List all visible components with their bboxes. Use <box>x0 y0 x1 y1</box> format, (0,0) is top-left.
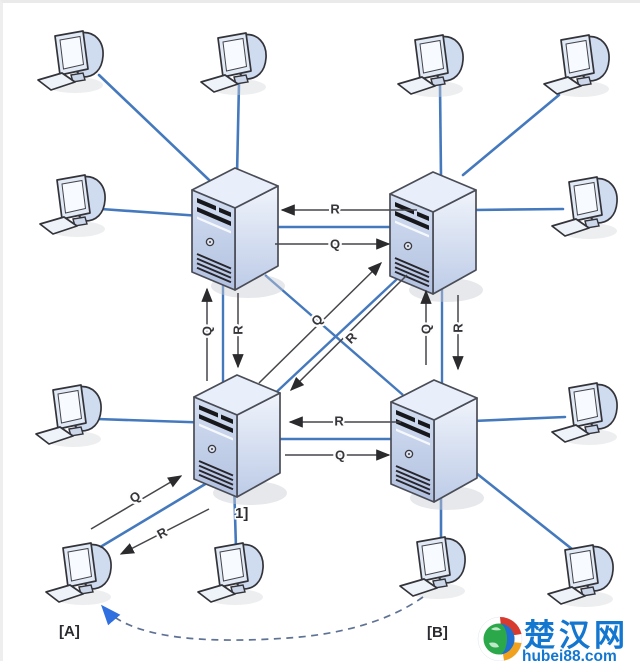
arrow-diagonal-response <box>289 274 408 392</box>
mesh-link-diagonal-bltr <box>268 278 398 400</box>
lan-link <box>469 467 579 555</box>
arrow-diagonal-query <box>258 262 383 384</box>
lan-link <box>471 207 565 212</box>
lan-link <box>438 83 443 179</box>
terminal-nodes <box>35 30 618 608</box>
lan-link-terminal-a <box>95 475 219 551</box>
query-response-arrows <box>90 204 464 555</box>
server-node-top-left <box>191 167 286 299</box>
terminal-b-label: [B] <box>427 624 448 641</box>
terminal-node-a <box>45 542 112 606</box>
terminal-node <box>200 32 267 96</box>
terminal-node <box>35 384 102 448</box>
terminal-node <box>397 34 464 98</box>
terminal-node <box>37 30 104 94</box>
site-name: 楚汉网 <box>524 618 629 653</box>
edge-label-left-query: Q <box>200 326 215 336</box>
site-logo-icon <box>477 616 523 661</box>
server-note-label: 1] <box>235 505 248 522</box>
network-topology-diagram: R Q Q R Q R Q R R Q Q R [A] [B] 1] <box>35 30 629 661</box>
edge-label-right-query: Q <box>419 324 434 334</box>
terminal-node-b <box>399 536 466 600</box>
terminal-links <box>95 73 579 555</box>
edge-label-bottom-query: Q <box>335 448 345 463</box>
edge-label-top-query: Q <box>330 237 340 252</box>
edge-label-client-query: Q <box>127 488 143 506</box>
lan-link <box>471 415 567 423</box>
terminal-node <box>543 34 610 98</box>
server-node-bottom-right <box>390 379 485 511</box>
edge-label-client-response: R <box>154 524 170 542</box>
terminal-a-label: [A] <box>59 623 80 640</box>
terminal-node <box>39 174 106 238</box>
arrow-client-response <box>119 508 210 555</box>
lan-link <box>461 93 561 177</box>
arrow-client-query <box>90 475 183 530</box>
edge-label-bottom-response: R <box>334 414 344 429</box>
edge-label-top-response: R <box>330 202 340 217</box>
server-node-bottom-left <box>193 374 288 506</box>
edge-label-right-response: R <box>451 323 466 333</box>
site-domain: hubei88.com <box>522 648 617 661</box>
watermark: 楚汉网 hubei88.com <box>477 616 629 661</box>
terminal-node <box>551 382 618 446</box>
terminal-node <box>547 544 614 608</box>
lan-link <box>235 81 241 177</box>
edge-label-left-response: R <box>231 325 246 335</box>
terminal-node <box>197 542 264 606</box>
server-node-top-right <box>389 171 484 303</box>
mesh-link-diagonal-tlbr <box>264 274 404 396</box>
lan-link <box>97 73 231 201</box>
dashed-path-b-to-a <box>101 596 424 641</box>
